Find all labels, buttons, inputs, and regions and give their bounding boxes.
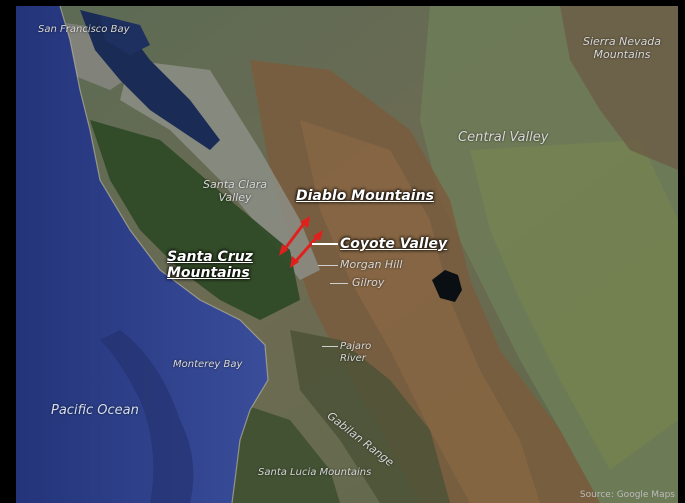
- label-pacific-ocean: Pacific Ocean: [51, 403, 139, 418]
- santa-cruz-mountains-area: [90, 120, 300, 320]
- label-diablo-mountains: Diablo Mountains: [296, 188, 434, 204]
- coyote-valley-pointer: [312, 243, 338, 245]
- label-santa-cruz-mountains: Santa Cruz Mountains: [167, 249, 253, 281]
- label-santa-clara-line2: Valley: [218, 190, 252, 204]
- label-santa-clara-valley: Santa Clara Valley: [190, 178, 280, 204]
- sierra-nevada-area: [560, 6, 678, 170]
- label-morgan-hill: Morgan Hill: [340, 258, 403, 271]
- wildlife-corridor-arrows: [279, 216, 323, 268]
- label-santa-cruz-line1: Santa Cruz: [167, 249, 253, 265]
- reservoir-water: [432, 270, 462, 302]
- gabilan-range-area: [290, 330, 450, 503]
- source-credit: Source: Google Maps: [579, 490, 675, 500]
- label-central-valley: Central Valley: [458, 130, 549, 145]
- pajaro-pointer: [322, 346, 338, 347]
- label-san-francisco-bay: San Francisco Bay: [38, 24, 130, 35]
- label-sierra-nevada-line1: Sierra Nevada: [582, 35, 662, 48]
- label-sierra-nevada-line2: Mountains: [593, 47, 651, 61]
- label-sierra-nevada: Sierra Nevada Mountains: [572, 35, 672, 61]
- label-santa-clara-line1: Santa Clara: [203, 178, 267, 191]
- pacific-ocean-area: [16, 6, 268, 503]
- label-santa-lucia-mountains: Santa Lucia Mountains: [258, 467, 372, 478]
- label-pajaro-river: Pajaro River: [340, 341, 371, 364]
- label-pajaro-line2: River: [340, 352, 366, 364]
- santa-lucia-area: [230, 400, 340, 503]
- label-pajaro-line1: Pajaro: [340, 341, 372, 352]
- label-monterey-bay: Monterey Bay: [173, 359, 243, 370]
- label-santa-cruz-line2: Mountains: [167, 265, 250, 282]
- gilroy-pointer: [330, 283, 348, 284]
- label-coyote-valley: Coyote Valley: [340, 236, 448, 252]
- morgan-hill-pointer: [318, 265, 338, 266]
- label-gilroy: Gilroy: [352, 276, 385, 289]
